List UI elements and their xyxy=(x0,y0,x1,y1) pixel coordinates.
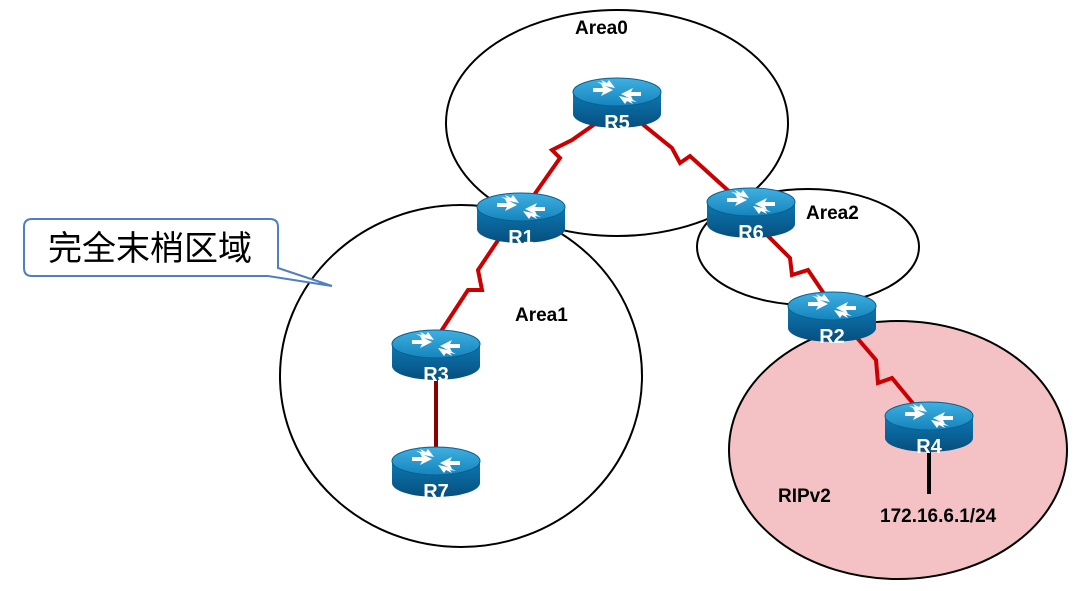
router-r2[interactable]: R2 xyxy=(787,291,877,348)
rip-label: RIPv2 xyxy=(778,486,831,507)
link-r2-r4 xyxy=(838,316,927,420)
router-r1-label: R1 xyxy=(508,227,534,249)
router-r4-label: R4 xyxy=(916,436,942,458)
router-r5-label: R5 xyxy=(604,112,630,134)
stub-area-callout: 完全末梢区域 xyxy=(23,218,333,287)
link-r6-r2 xyxy=(750,218,837,312)
area2-label: Area2 xyxy=(806,203,859,224)
router-r1[interactable]: R1 xyxy=(476,192,566,249)
network-address: 172.16.6.1/24 xyxy=(880,506,997,527)
router-r6[interactable]: R6 xyxy=(706,187,796,244)
router-r3[interactable]: R3 xyxy=(391,329,481,386)
router-r4[interactable]: R4 xyxy=(884,401,974,458)
router-r2-label: R2 xyxy=(819,326,845,348)
router-r5[interactable]: R5 xyxy=(572,77,662,134)
area0-boundary xyxy=(445,9,789,237)
link-r5-r6 xyxy=(623,108,746,207)
area1-label: Area1 xyxy=(515,305,568,326)
router-r7-label: R7 xyxy=(423,481,449,503)
router-r3-label: R3 xyxy=(423,364,449,386)
area1-boundary xyxy=(279,204,643,548)
router-r7[interactable]: R7 xyxy=(391,446,481,503)
area0-label: Area0 xyxy=(575,18,628,39)
router-r6-label: R6 xyxy=(738,222,764,244)
link-r1-r3 xyxy=(430,213,517,347)
callout-text: 完全末梢区域 xyxy=(48,229,252,269)
rip-domain xyxy=(728,320,1068,580)
link-r5-r1 xyxy=(525,110,614,207)
